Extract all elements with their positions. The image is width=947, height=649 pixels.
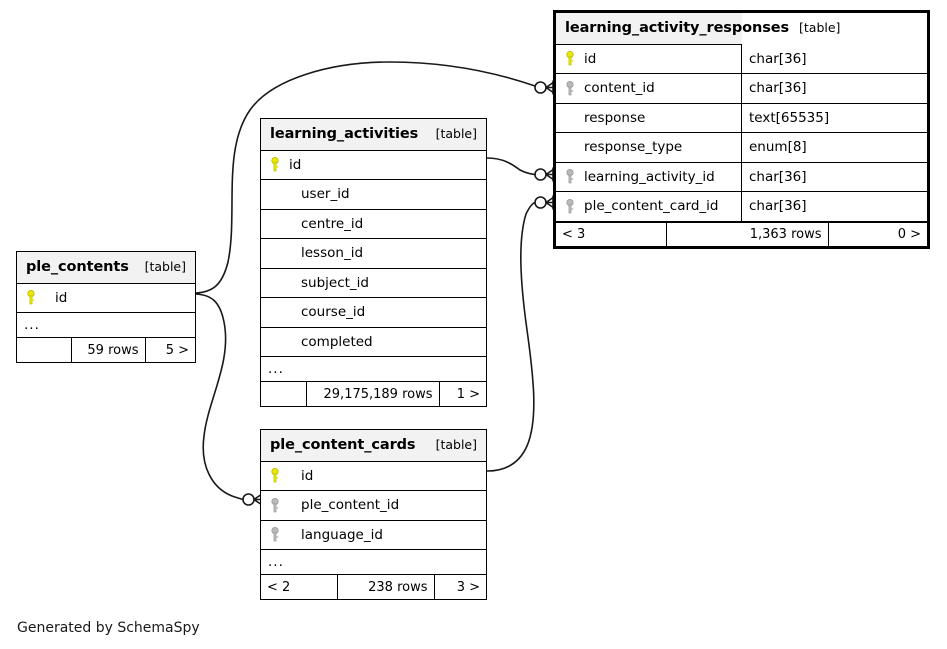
table-row[interactable]: centre_id <box>261 209 486 239</box>
footer-parent-count <box>17 338 71 362</box>
table-row[interactable]: course_id <box>261 297 486 328</box>
column-type: char[36] <box>741 44 927 74</box>
table-row[interactable]: completed <box>261 327 486 357</box>
column-name: language_id <box>301 526 383 543</box>
table-row[interactable]: response text[65535] <box>556 103 927 133</box>
table-title: learning_activities <box>270 126 419 143</box>
table-header: ple_contents [table] <box>17 252 195 284</box>
table-footer: 29,175,189 rows 1 > <box>261 382 486 406</box>
primary-key-icon <box>564 51 584 66</box>
footer-child-count[interactable]: 1 > <box>438 382 486 406</box>
edge-learning-activities-to-learning-activity-id <box>486 157 555 182</box>
more-columns-ellipsis: ... <box>261 356 486 382</box>
column-name: subject_id <box>301 274 370 291</box>
foreign-key-icon <box>269 527 289 542</box>
table-footer: < 3 1,363 rows 0 > <box>556 222 927 246</box>
table-row[interactable]: id <box>261 150 486 180</box>
column-name: ple_content_id <box>301 497 400 514</box>
footer-row-count: 29,175,189 rows <box>305 382 439 406</box>
table-type-tag: [table] <box>435 437 477 453</box>
table-footer: < 2 238 rows 3 > <box>261 575 486 599</box>
edge-ple-content-cards-to-ple-content-card-id <box>486 195 555 472</box>
table-type-tag: [table] <box>435 126 477 142</box>
column-name: ple_content_card_id <box>584 198 719 215</box>
column-name: course_id <box>301 304 366 321</box>
column-name: response_type <box>584 139 683 156</box>
column-type: text[65535] <box>741 103 927 133</box>
table-row[interactable]: content_id char[36] <box>556 73 927 104</box>
footer-parent-count[interactable]: < 2 <box>267 579 291 595</box>
table-row[interactable]: learning_activity_id char[36] <box>556 162 927 192</box>
foreign-key-icon <box>564 169 584 184</box>
table-type-tag: [table] <box>144 259 186 275</box>
table-row[interactable]: response_type enum[8] <box>556 132 927 163</box>
primary-key-icon <box>25 290 45 305</box>
column-name: completed <box>301 333 373 350</box>
table-type-tag: [table] <box>799 20 841 36</box>
table-row[interactable]: ple_content_card_id char[36] <box>556 191 927 222</box>
column-name: centre_id <box>301 215 364 232</box>
more-columns-ellipsis: ... <box>17 312 195 338</box>
column-type: char[36] <box>741 191 927 222</box>
table-row[interactable]: user_id <box>261 179 486 210</box>
footer-child-count[interactable]: 3 > <box>433 575 486 599</box>
table-row[interactable]: lesson_id <box>261 238 486 269</box>
column-type: char[36] <box>741 73 927 104</box>
table-row[interactable]: subject_id <box>261 268 486 298</box>
footer-row-count: 1,363 rows <box>665 222 828 246</box>
table-title: learning_activity_responses <box>565 20 789 37</box>
footer-row-count: 238 rows <box>336 575 434 599</box>
footer-parent-count <box>261 382 306 406</box>
table-row[interactable]: ple_content_id <box>261 490 486 521</box>
table-row[interactable]: id char[36] <box>556 44 927 74</box>
table-header: ple_content_cards [table] <box>261 430 486 462</box>
foreign-key-icon <box>564 80 584 96</box>
table-row[interactable]: language_id <box>261 520 486 550</box>
footer-parent-count[interactable]: < 3 <box>562 226 586 242</box>
column-name: id <box>584 50 597 67</box>
footer-child-count[interactable]: 0 > <box>827 222 927 246</box>
table-title: ple_contents <box>26 259 129 276</box>
column-type: enum[8] <box>741 132 927 163</box>
table-header: learning_activities [table] <box>261 119 486 151</box>
ellipsis-label: ... <box>261 549 486 575</box>
edge-ple-contents-to-ple-content-id <box>195 293 263 507</box>
column-name: user_id <box>301 186 350 203</box>
more-columns-ellipsis: ... <box>261 549 486 575</box>
column-name: response <box>584 109 646 126</box>
foreign-key-icon <box>269 497 289 513</box>
table-row[interactable]: id <box>261 461 486 491</box>
table-footer: 59 rows 5 > <box>17 338 195 362</box>
table-title: ple_content_cards <box>270 437 416 454</box>
table-ple-content-cards[interactable]: ple_content_cards [table] <box>260 429 487 600</box>
foreign-key-icon <box>564 198 584 214</box>
column-name: lesson_id <box>301 245 364 262</box>
footer-child-count[interactable]: 5 > <box>144 338 195 362</box>
table-learning-activity-responses[interactable]: learning_activity_responses [table] <box>553 10 930 249</box>
column-name: learning_activity_id <box>584 168 715 185</box>
column-name: id <box>289 156 302 173</box>
generated-by-label: Generated by SchemaSpy <box>17 620 200 636</box>
column-type: char[36] <box>741 162 927 192</box>
ellipsis-label: ... <box>17 312 195 338</box>
footer-row-count: 59 rows <box>70 338 145 362</box>
primary-key-icon <box>269 468 289 483</box>
column-name: id <box>55 289 68 306</box>
table-header: learning_activity_responses [table] <box>556 13 927 45</box>
ellipsis-label: ... <box>261 356 486 382</box>
column-name: content_id <box>584 80 655 97</box>
table-learning-activities[interactable]: learning_activities [table] <box>260 118 487 407</box>
table-row[interactable]: id <box>17 283 195 313</box>
primary-key-icon <box>269 157 289 172</box>
table-ple-contents[interactable]: ple_contents [table] <box>16 251 196 363</box>
column-name: id <box>301 467 314 484</box>
